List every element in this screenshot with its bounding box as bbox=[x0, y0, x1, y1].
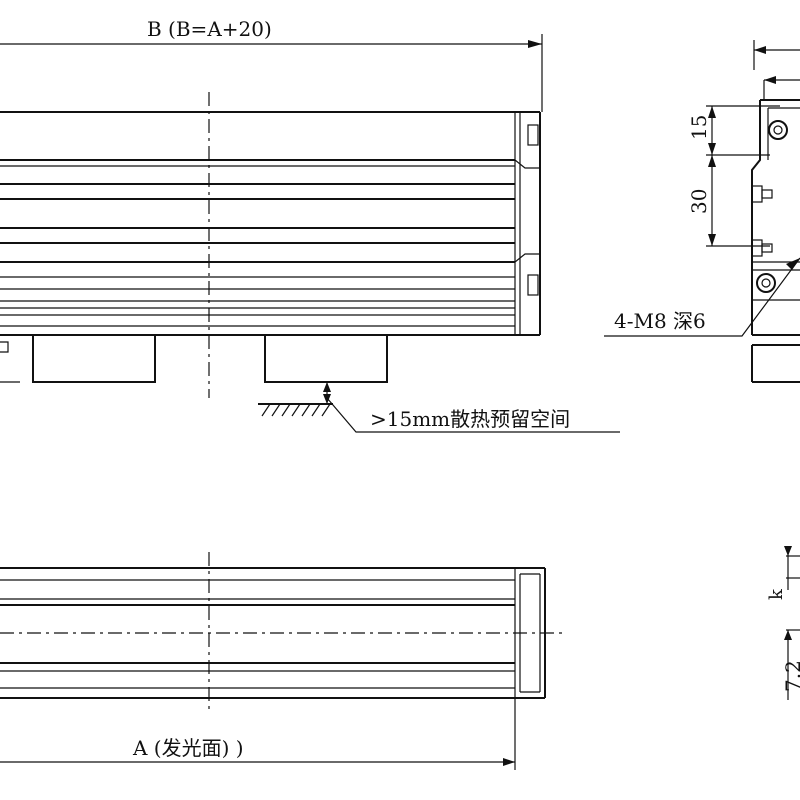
dim-label-b: B (B=A+20) bbox=[147, 17, 272, 41]
foot-right bbox=[264, 334, 388, 383]
end-tab-upper bbox=[527, 124, 539, 146]
front-view-top: B (B=A+20) bbox=[0, 17, 620, 433]
dim-arrow-b bbox=[528, 40, 542, 48]
end-tab-lower bbox=[527, 274, 539, 296]
dim-label-72: 7.2 bbox=[781, 660, 800, 692]
dim-label-k: k bbox=[766, 588, 787, 600]
ground-hatch bbox=[261, 403, 331, 417]
heat-space-note: >15mm散热预留空间 bbox=[370, 407, 570, 431]
leader-heat-note bbox=[326, 397, 620, 433]
bottom-view: A (发光面) ) k 7.2 bbox=[0, 546, 800, 770]
dim-label-a: A (发光面) ) bbox=[132, 736, 244, 760]
dim-label-30: 30 bbox=[687, 189, 711, 214]
mount-hole-lower bbox=[756, 273, 776, 293]
thread-note: 4-M8 深6 bbox=[614, 309, 706, 333]
dim-label-15: 15 bbox=[687, 115, 711, 140]
mount-hole-upper bbox=[768, 120, 788, 140]
leader-thread-note bbox=[604, 257, 800, 337]
side-view: 15 30 4-M8 深6 bbox=[604, 40, 800, 383]
foot-left bbox=[32, 334, 156, 383]
